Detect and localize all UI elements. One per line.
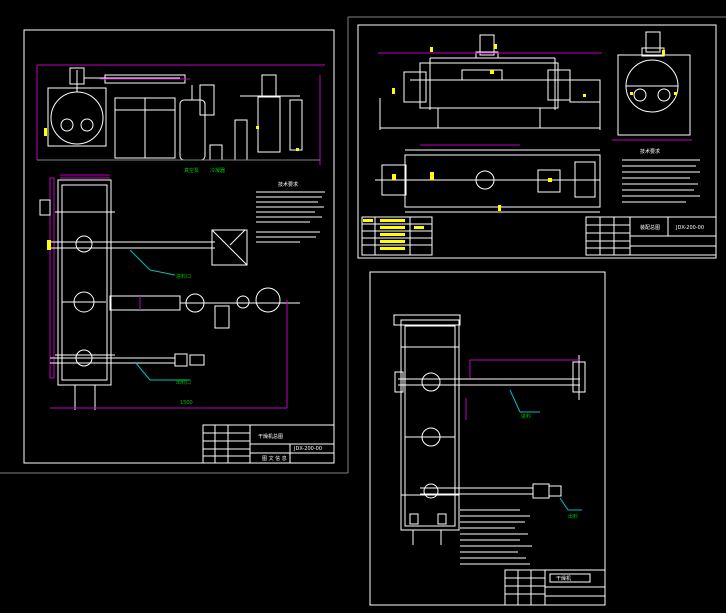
sheet-3-title-block: 干燥机 xyxy=(504,569,606,606)
sheet-1-border xyxy=(23,29,335,464)
sheet-3[interactable]: 进料 出料 干燥机 xyxy=(369,271,606,606)
sheet-2-title-block: 装配总图 JDX-200-00 xyxy=(585,216,717,256)
sheet-3-plan-view: 进料 出料 xyxy=(393,314,586,545)
svg-text:出料: 出料 xyxy=(568,513,578,520)
svg-text:真空泵: 真空泵 xyxy=(184,167,199,174)
sheet-1-title: 干燥机总图 xyxy=(258,433,283,440)
sheet-2-front-view xyxy=(378,34,602,130)
sheet-3-technical-notes xyxy=(460,509,532,565)
svg-text:出料口: 出料口 xyxy=(176,379,191,386)
sheet-2-border xyxy=(357,24,717,259)
sheet-1-technical-notes: 技术要求 xyxy=(256,181,325,243)
sheet-1-plan-view: 1500 进料口 出料口 技术要求 xyxy=(39,174,325,410)
sheet-1-title-block: 干燥机总图 JDX-200-00 图 文 信 息 xyxy=(202,424,335,464)
sheet-3-border xyxy=(369,271,606,606)
sheet-1-drawing-number: JDX-200-00 xyxy=(293,446,322,452)
sheet-2-parts-list xyxy=(361,216,433,256)
sheet-2-technical-notes: 技术要求 xyxy=(622,148,700,203)
sheet-2-top-view xyxy=(375,144,601,213)
svg-text:1500: 1500 xyxy=(180,400,193,406)
sheet-2[interactable]: 技术要求 xyxy=(357,24,717,259)
sheet-2-title: 装配总图 xyxy=(640,224,660,231)
svg-text:冷凝器: 冷凝器 xyxy=(210,167,225,174)
sheet-1-elevation-view: 真空泵 冷凝器 xyxy=(36,64,325,174)
model-space-lines xyxy=(0,16,726,474)
sheet-1[interactable]: 真空泵 冷凝器 xyxy=(23,29,335,464)
svg-text:进料口: 进料口 xyxy=(176,273,191,280)
sheet-3-title: 干燥机 xyxy=(556,575,571,582)
svg-text:技术要求: 技术要求 xyxy=(278,181,298,188)
svg-text:技术要求: 技术要求 xyxy=(640,148,660,155)
svg-text:进料: 进料 xyxy=(521,413,531,420)
sheet-2-side-view xyxy=(612,31,692,141)
sheet-1-footer: 图 文 信 息 xyxy=(262,455,287,462)
sheet-2-drawing-number: JDX-200-00 xyxy=(675,225,704,231)
